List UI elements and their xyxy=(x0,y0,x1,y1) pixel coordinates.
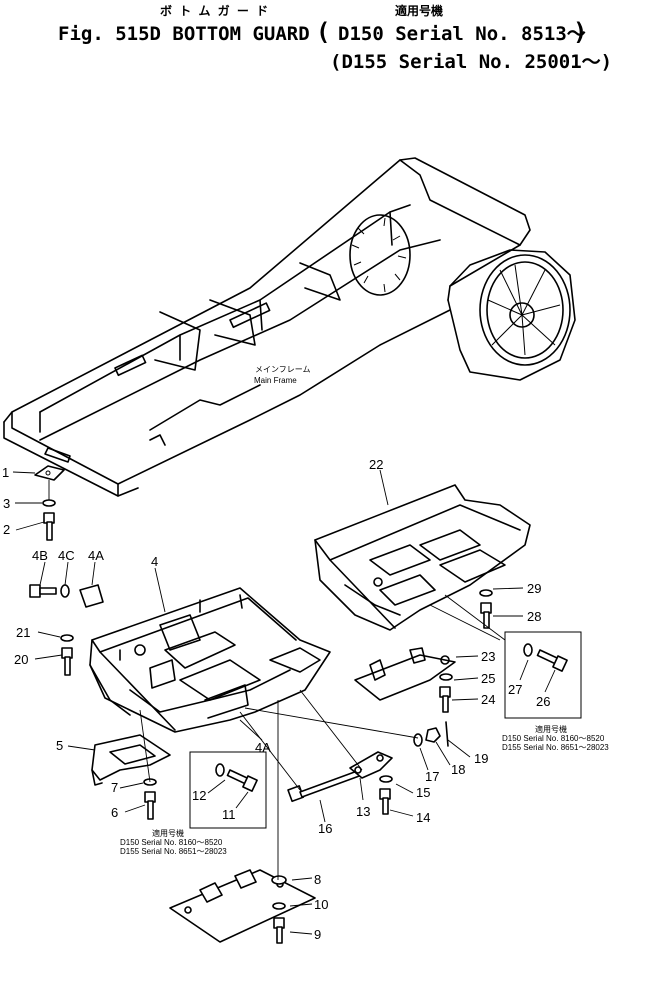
main-frame-drawing xyxy=(3,157,576,497)
callout-10: 10 xyxy=(314,897,328,912)
part-3-washer xyxy=(42,499,56,507)
callout-27: 27 xyxy=(508,682,522,697)
callout-4: 4 xyxy=(151,554,158,569)
part-24-bolt xyxy=(439,686,451,713)
part-22-guard xyxy=(314,484,531,631)
part-6-bolt xyxy=(144,791,156,820)
part-4-guard xyxy=(89,587,331,733)
box-left-line1: D150 Serial No. 8160～8520 xyxy=(120,838,223,847)
box-right-line1: D150 Serial No. 8160～8520 xyxy=(502,734,605,743)
box-left-line2: D155 Serial No. 8651～28023 xyxy=(120,847,227,856)
callout-3: 3 xyxy=(3,496,10,511)
callout-21: 21 xyxy=(16,625,30,640)
callout-20: 20 xyxy=(14,652,28,667)
callout-7: 7 xyxy=(111,780,118,795)
callout-15: 15 xyxy=(416,785,430,800)
part-25-washer xyxy=(439,673,453,681)
part-23-bracket xyxy=(354,647,456,701)
part-18-nut xyxy=(425,727,441,743)
callout-24: 24 xyxy=(481,692,495,707)
callout-8: 8 xyxy=(314,872,321,887)
callout-23: 23 xyxy=(481,649,495,664)
callout-29: 29 xyxy=(527,581,541,596)
part-4a-cover xyxy=(79,584,104,608)
bracket-open: ( xyxy=(316,18,330,46)
callout-16: 16 xyxy=(318,821,332,836)
callout-9: 9 xyxy=(314,927,321,942)
detail-box-left xyxy=(189,751,267,829)
callout-1: 1 xyxy=(2,465,9,480)
callout-17: 17 xyxy=(425,769,439,784)
part-8-washer xyxy=(271,875,287,885)
part-12-washer xyxy=(215,763,225,777)
callout-28: 28 xyxy=(527,609,541,624)
part-4b-bolt xyxy=(29,584,57,598)
serial-d155: (D155 Serial No. 25001～) xyxy=(330,51,612,73)
part-10-washer xyxy=(272,902,286,910)
callout-4a-bottom: 4A xyxy=(255,740,271,755)
callout-11: 11 xyxy=(222,807,236,822)
callout-18: 18 xyxy=(451,762,465,777)
bracket-close: ) xyxy=(573,18,587,46)
callout-4a-top: 4A xyxy=(88,548,104,563)
serial-d150: D150 Serial No. 8513～ xyxy=(338,23,586,45)
part-17-washer xyxy=(413,733,423,747)
callout-12: 12 xyxy=(192,788,206,803)
callout-2: 2 xyxy=(3,522,10,537)
part-11-bolt xyxy=(226,769,258,792)
callout-4b: 4B xyxy=(32,548,48,563)
leader-lines xyxy=(12,469,556,935)
part-19-pin xyxy=(445,721,449,747)
callout-19: 19 xyxy=(474,751,488,766)
callout-6: 6 xyxy=(111,805,118,820)
callout-22: 22 xyxy=(369,457,383,472)
part-5-bracket xyxy=(91,734,171,786)
main-frame-label-en: Main Frame xyxy=(254,376,297,385)
part-1-plate xyxy=(34,465,65,481)
title-applicable: 適用号機 xyxy=(395,3,443,18)
assembly-lines xyxy=(48,480,506,880)
main-frame-label-jp: メインフレーム xyxy=(255,365,311,374)
bottom-guard-plate xyxy=(169,869,316,943)
part-13-bracket xyxy=(349,751,393,779)
callout-25: 25 xyxy=(481,671,495,686)
part-15-washer xyxy=(379,775,393,783)
callout-26: 26 xyxy=(536,694,550,709)
box-left-heading: 適用号機 xyxy=(152,828,184,838)
part-28-bolt xyxy=(480,602,492,629)
title-katakana: ボ ト ム ガ ー ド xyxy=(160,3,268,18)
callout-4c: 4C xyxy=(58,548,75,563)
part-4c-washer xyxy=(60,584,70,598)
box-right-line2: D155 Serial No. 8651～28023 xyxy=(502,743,609,752)
part-20-bolt xyxy=(61,647,73,676)
detail-box-right xyxy=(504,631,582,719)
part-2-bolt xyxy=(43,512,55,541)
part-26-bolt xyxy=(536,649,568,672)
page-title: Fig. 515D BOTTOM GUARD xyxy=(58,23,310,45)
part-29-washer xyxy=(479,589,493,597)
part-27-washer xyxy=(523,643,533,657)
box-right-heading: 適用号機 xyxy=(535,724,567,734)
callout-labels: 1 2 3 4 4B 4C 4A 4A 5 6 7 8 9 10 11 12 1… xyxy=(2,457,550,942)
part-16-long-bolt xyxy=(287,769,363,803)
part-14-bolt xyxy=(379,788,391,815)
callout-13: 13 xyxy=(356,804,370,819)
part-9-bolt xyxy=(273,917,285,944)
part-21-washer xyxy=(60,634,74,642)
callout-5: 5 xyxy=(56,738,63,753)
callout-14: 14 xyxy=(416,810,430,825)
